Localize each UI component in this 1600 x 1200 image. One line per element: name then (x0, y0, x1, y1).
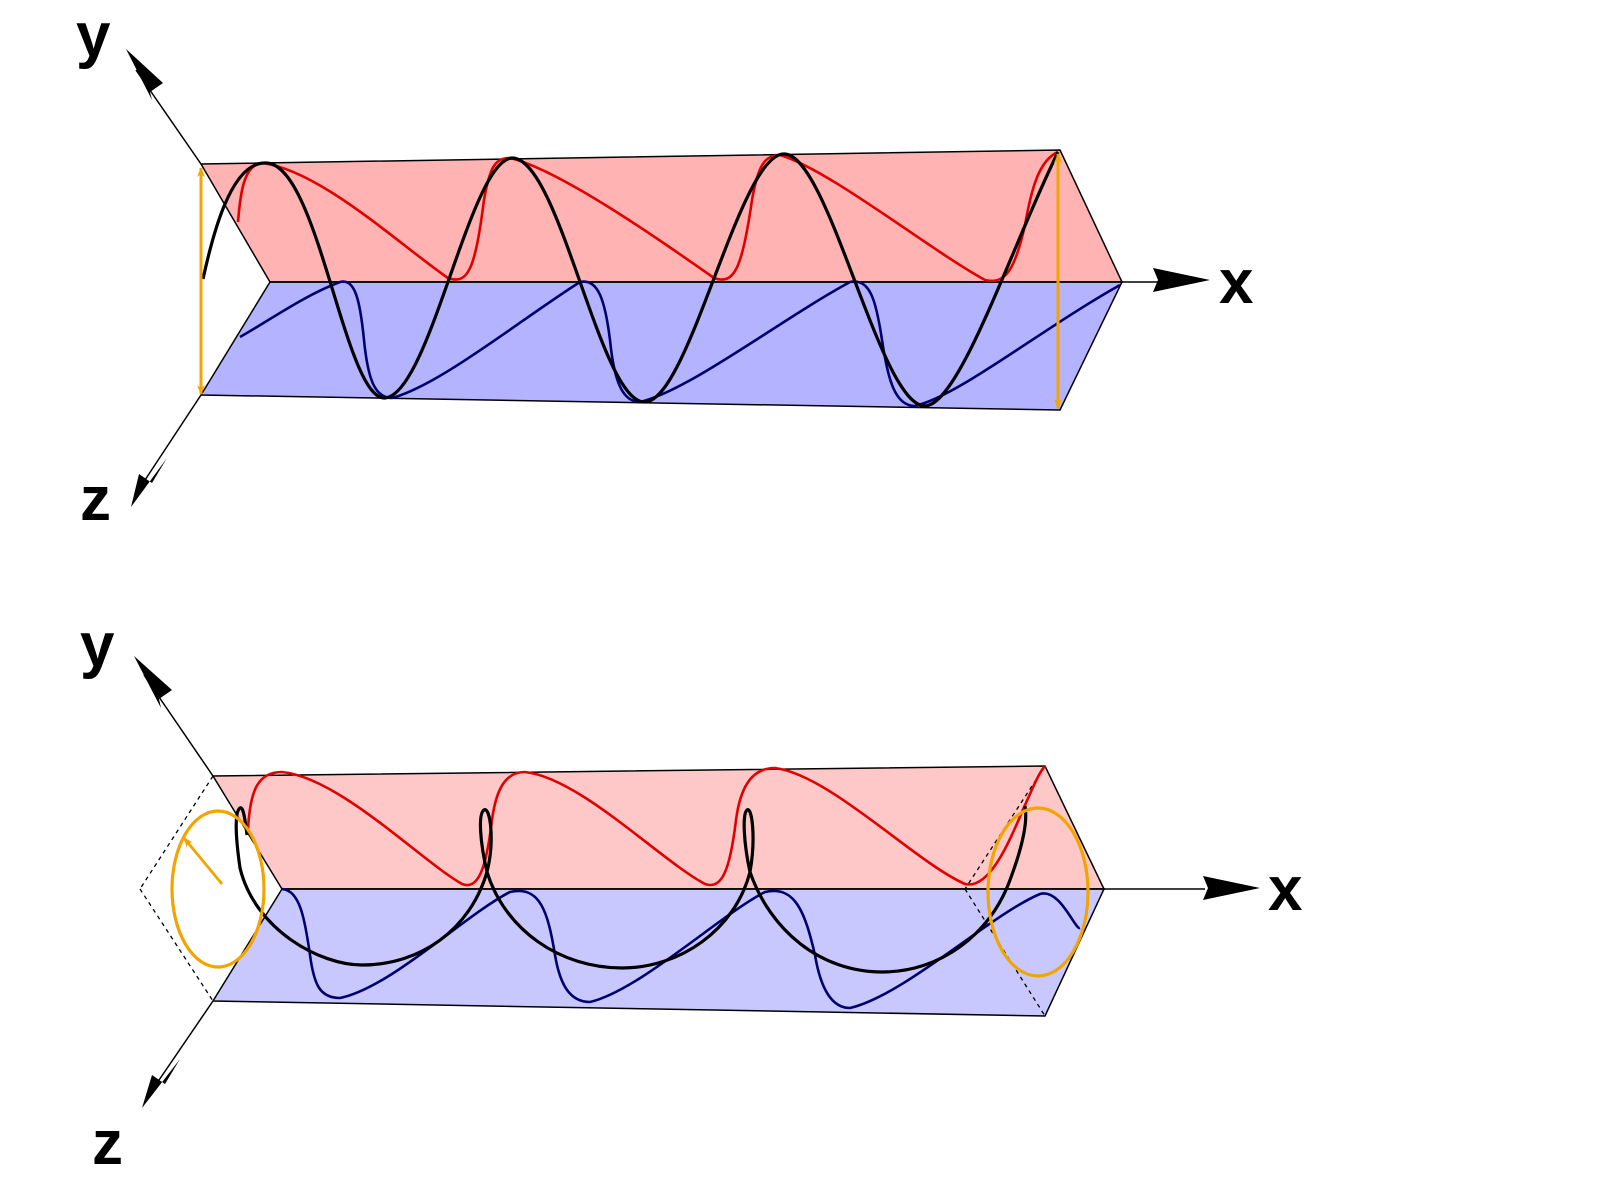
polarization-circle-right (986, 806, 1090, 978)
polarization-circle-left (170, 809, 266, 969)
y-axis-label-lower: y (80, 611, 115, 680)
blue-wave-component-lower (281, 887, 1082, 1010)
red-plane (199, 149, 1124, 283)
y-axis-arrowhead-lower (134, 656, 172, 708)
y-axis-arrowhead (126, 49, 163, 100)
z-axis-lower (156, 1000, 214, 1084)
red-wave-component (236, 150, 1059, 283)
red-plane-lower (211, 765, 1106, 890)
z-axis-label: z (80, 465, 111, 534)
z-axis (144, 394, 202, 481)
z-axis-arrowhead (131, 458, 167, 507)
z-axis-arrowhead-lower (142, 1059, 180, 1108)
linear-polarization-diagram: y z x (76, 1, 1254, 534)
x-axis-label: x (1219, 248, 1254, 317)
circular-polarization-diagram: y z x (80, 611, 1303, 1178)
black-circular-wave (234, 805, 1028, 974)
x-axis-arrowhead (1153, 268, 1210, 292)
dashed-end-square-left (139, 775, 214, 1002)
black-linear-wave (201, 151, 1060, 408)
y-axis-label: y (76, 1, 111, 70)
z-axis-label-lower: z (92, 1109, 123, 1178)
x-axis-arrowhead-lower (1203, 876, 1260, 900)
rotating-field-vector (182, 837, 224, 885)
x-axis-label-lower: x (1268, 855, 1303, 924)
red-wave-component-lower (246, 765, 1047, 887)
